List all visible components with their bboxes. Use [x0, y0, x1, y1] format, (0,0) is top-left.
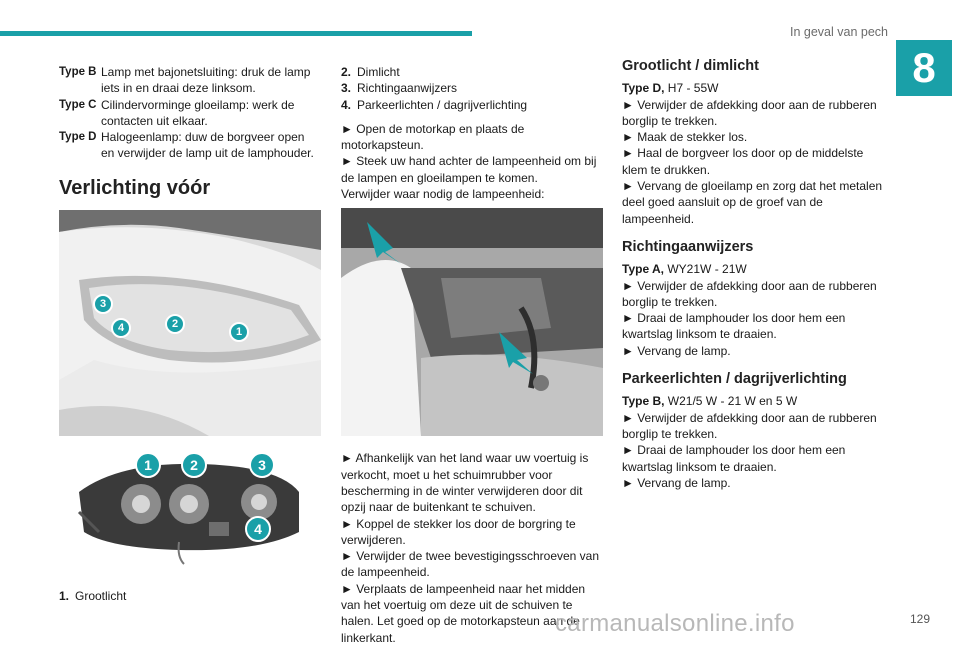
bulb-type-b: Type B Lamp met bajonetsluiting: druk de…: [59, 65, 311, 96]
headlamp-rear-figure: 1 2 3 4: [59, 452, 321, 569]
step-text: ► Vervang de lamp.: [622, 343, 731, 358]
headlamp-rear-illustration: [77, 463, 299, 565]
step-text: ► Haal de borgveer los door op de middel…: [622, 146, 864, 177]
step-text: ► Verwijder de afdekking door aan de rub…: [622, 278, 877, 309]
headlamp-front-figure: 3 4 2 1: [59, 210, 321, 437]
header-accent-bar: [0, 31, 472, 36]
list-item-4: 4.Parkeerlichten / dagrijverlichting: [341, 97, 528, 112]
callout-1: 1: [135, 452, 161, 479]
callout-1: 1: [229, 322, 249, 343]
section-heading-indicators: Richtingaanwijzers: [622, 238, 754, 255]
engine-bay-illustration: [341, 208, 603, 437]
callout-3: 3: [249, 452, 275, 479]
chapter-badge: 8: [896, 40, 952, 96]
callout-2: 2: [165, 314, 185, 335]
callout-2: 2: [181, 452, 207, 479]
headlamp-front-illustration: [59, 210, 321, 437]
step-text: ► Verwijder de afdekking door aan de rub…: [622, 97, 877, 128]
step-text: ► Draai de lamphouder los door hem een k…: [622, 311, 846, 342]
bulb-type-line: Type B, W21/5 W - 21 W en 5 W: [622, 394, 798, 409]
step-text: ► Verplaats de lampeenheid naar het midd…: [341, 581, 586, 645]
step-text: ► Verwijder de afdekking door aan de rub…: [622, 410, 877, 441]
column-3: Grootlicht / dimlicht Type D, H7 - 55W ►…: [622, 58, 886, 491]
step-text: ► Steek uw hand achter de lampeenheid om…: [341, 154, 597, 185]
engine-bay-figure: [341, 208, 603, 437]
step-text: ► Vervang de lamp.: [622, 475, 731, 490]
section-heading-high-low-beam: Grootlicht / dimlicht: [622, 58, 759, 74]
step-text: ► Koppel de stekker los door de borgring…: [341, 516, 576, 547]
watermark: carmanualsonline.info: [555, 610, 795, 637]
bulb-type-d: Type D Halogeenlamp: duw de borgveer ope…: [59, 130, 314, 161]
step-text: ► Vervang de gloeilamp en zorg dat het m…: [622, 179, 883, 226]
step-text: ► Maak de stekker los.: [622, 130, 748, 145]
bulb-type-c: Type C Cilindervorminge gloeilamp: werk …: [59, 97, 295, 128]
step-text: ► Afhankelijk van het land waar uw voert…: [341, 451, 589, 515]
section-title: In geval van pech: [790, 25, 888, 39]
callout-4: 4: [245, 516, 271, 543]
list-item-1: 1.Grootlicht: [59, 589, 127, 604]
section-heading-parking-lights: Parkeerlichten / dagrijverlichting: [622, 371, 847, 388]
page-number: 129: [909, 612, 930, 626]
list-item-3: 3.Richtingaanwijzers: [341, 81, 458, 96]
bulb-type-line: Type D, H7 - 55W: [622, 81, 719, 96]
callout-3: 3: [93, 294, 113, 315]
list-item-2: 2.Dimlicht: [341, 65, 400, 79]
step-text: ► Open de motorkap en plaats de motorkap…: [341, 121, 525, 153]
callout-4: 4: [111, 318, 131, 339]
bulb-type-line: Type A, WY21W - 21W: [622, 262, 747, 277]
column-2: 2.Dimlicht 3.Richtingaanwijzers 4.Parkee…: [341, 64, 603, 646]
step-text: ► Verwijder de twee bevestigingsschroeve…: [341, 549, 600, 580]
step-text: Verwijder waar nodig de lampeenheid:: [341, 187, 545, 202]
step-text: ► Draai de lamphouder los door hem een k…: [622, 443, 846, 474]
column-1: Type B Lamp met bajonetsluiting: druk de…: [59, 64, 321, 604]
page-heading: Verlichting vóór: [59, 176, 211, 199]
